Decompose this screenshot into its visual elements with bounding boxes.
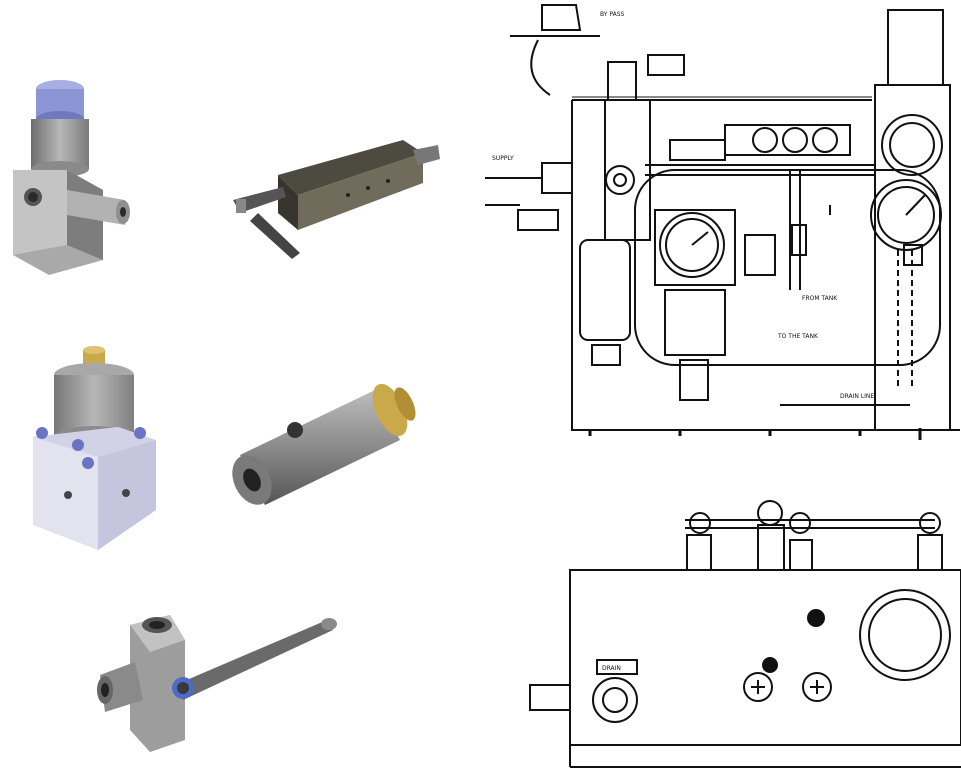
quick-exhaust-valve bbox=[215, 370, 430, 510]
supply-label: SUPPLY bbox=[492, 155, 514, 162]
plate-label: DRAIN bbox=[602, 665, 621, 672]
ball-valve-with-handle bbox=[95, 600, 340, 765]
bypass-label: BY PASS bbox=[600, 11, 625, 18]
solenoid-pilot-valve bbox=[28, 345, 168, 555]
from-tank-label: FROM TANK bbox=[802, 295, 838, 302]
pressure-regulator-valve bbox=[5, 75, 135, 275]
to-tank-label: TO THE TANK bbox=[777, 333, 819, 340]
hydraulic-panel-front-drawing: BY PASS SUPPLY TO THE TANK FROM TANK DRA… bbox=[480, 0, 961, 440]
drain-line-label: DRAIN LINE bbox=[840, 393, 874, 400]
hydraulic-panel-top-drawing: DRAIN bbox=[525, 495, 961, 770]
hand-lever-directional-valve bbox=[228, 135, 443, 265]
